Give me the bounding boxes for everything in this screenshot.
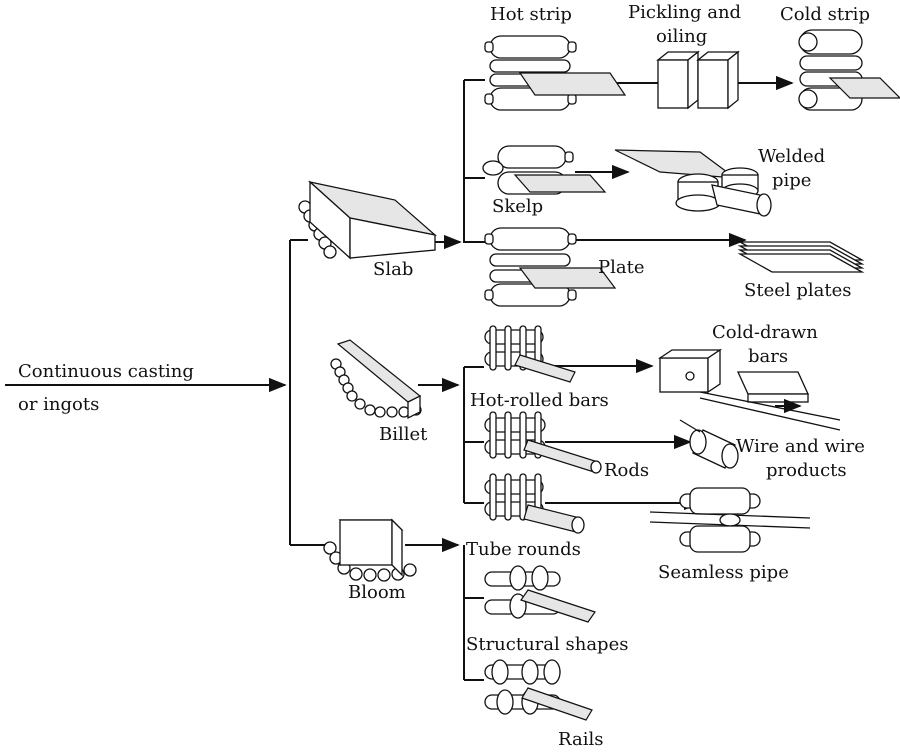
slab-illustration (298, 180, 438, 260)
plate-label: Plate (598, 257, 645, 278)
seamless-pipe-mill (649, 487, 811, 553)
structural-mill (484, 565, 596, 623)
steel-plates-stack (737, 241, 865, 273)
hot-rolled-bars-label: Hot-rolled bars (470, 390, 609, 411)
rod-mill (484, 411, 602, 474)
cold-drawn-label-line2: bars (748, 346, 788, 367)
cold-strip-coil (798, 29, 900, 111)
flow-lines (5, 75, 794, 681)
bloom-illustration (323, 518, 417, 582)
pickling-label-line1: Pickling and (628, 2, 741, 23)
slab-label: Slab (373, 259, 413, 280)
welded-label-line2: pipe (772, 170, 811, 191)
rods-label: Rods (604, 460, 649, 481)
skelp-mill (482, 145, 607, 195)
welded-pipe-mill (614, 149, 772, 217)
wire-label-line1: Wire and wire (736, 436, 865, 457)
skelp-label: Skelp (492, 196, 543, 217)
labels: Continuous casting or ingots Slab Billet… (18, 2, 870, 750)
billet-illustration (330, 339, 422, 420)
cold-drawing-bench (657, 348, 841, 431)
source-label-line1: Continuous casting (18, 361, 194, 382)
hot-strip-mill (484, 35, 627, 111)
rails-label: Rails (558, 729, 603, 750)
plate-mill (484, 227, 617, 307)
cold-strip-label: Cold strip (780, 4, 870, 25)
cold-drawn-label-line1: Cold-drawn (712, 322, 818, 343)
welded-label-line1: Welded (758, 146, 825, 167)
billet-label: Billet (379, 424, 428, 445)
tube-round-mill (484, 473, 585, 534)
hot-strip-label: Hot strip (490, 4, 572, 25)
rail-mill (484, 659, 593, 721)
wire-label-line2: products (766, 460, 847, 481)
bloom-label: Bloom (348, 582, 406, 603)
bar-mill (484, 325, 576, 383)
pickling-tanks (656, 50, 740, 110)
pickling-label-line2: oiling (656, 26, 707, 47)
structural-shapes-label: Structural shapes (466, 634, 628, 655)
steel-plates-label: Steel plates (744, 280, 851, 301)
seamless-pipe-label: Seamless pipe (658, 562, 789, 583)
source-label-line2: or ingots (18, 394, 99, 415)
wire-coil (679, 419, 739, 469)
tube-rounds-label: Tube rounds (466, 539, 581, 560)
